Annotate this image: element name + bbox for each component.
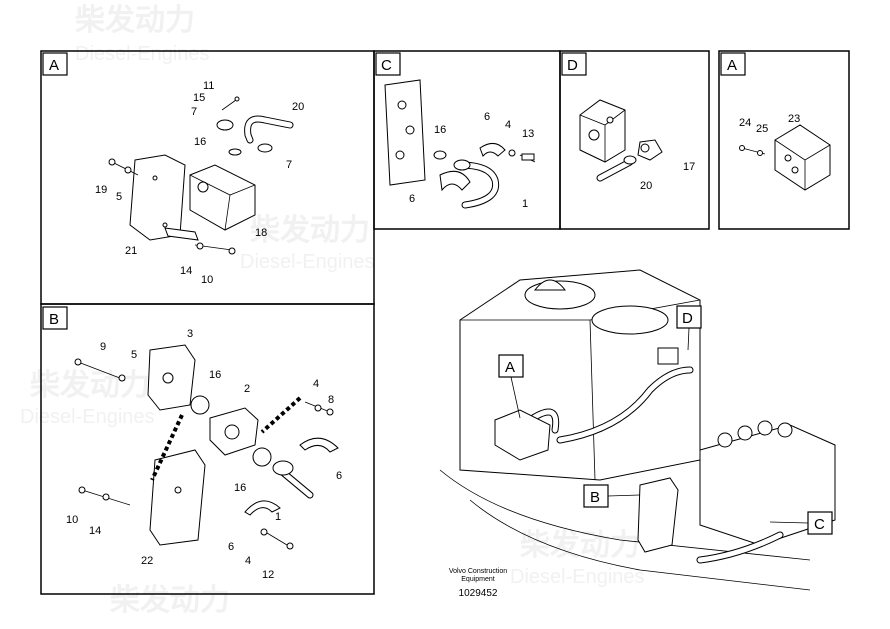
part-label: 24 <box>739 117 751 129</box>
watermark-cn: 柴发动力 <box>110 584 230 617</box>
callout-c: C <box>769 511 833 535</box>
part-label: 15 <box>193 92 205 104</box>
overview-assembly <box>439 269 836 591</box>
part-label: 18 <box>255 227 267 239</box>
part-label: 16 <box>194 136 206 148</box>
part-label: 7 <box>286 159 292 171</box>
panel-letter: A <box>49 57 59 74</box>
panel-a-detail: A 24 25 23 <box>718 50 850 230</box>
part-label: 3 <box>187 328 193 340</box>
part-label: 23 <box>788 113 800 125</box>
part-label: 6 <box>409 193 415 205</box>
caption: Volvo Construction Equipment 1029452 <box>449 568 507 599</box>
callout-a: A <box>498 354 524 419</box>
part-label: 10 <box>201 274 213 286</box>
callout-letter: C <box>814 516 825 533</box>
part-label: 21 <box>125 245 137 257</box>
part-label: 17 <box>683 161 695 173</box>
part-label: 10 <box>66 514 78 526</box>
part-label: 12 <box>262 569 274 581</box>
panel-d: D 17 20 <box>559 50 710 230</box>
callout-letter: A <box>505 359 515 376</box>
part-label: 16 <box>209 369 221 381</box>
part-number-labels: 11 15 7 20 16 7 19 5 18 21 14 10 <box>95 80 304 286</box>
panel-a: A 11 15 7 20 16 7 <box>40 50 375 305</box>
callout-letter: B <box>590 489 600 506</box>
part-label: 16 <box>434 124 446 136</box>
part-label: 6 <box>336 470 342 482</box>
part-label: 20 <box>640 180 652 192</box>
part-label: 25 <box>756 123 768 135</box>
part-label: 1 <box>522 198 528 210</box>
part-label: 6 <box>228 541 234 553</box>
part-label: 5 <box>116 191 122 203</box>
part-label: 9 <box>100 341 106 353</box>
watermark-cn: 柴发动力 <box>30 369 150 402</box>
part-label: 16 <box>234 482 246 494</box>
part-label: 8 <box>328 394 334 406</box>
document-number: 1029452 <box>459 588 498 599</box>
panel-c: C 16 6 4 13 6 1 <box>373 50 561 230</box>
part-label: 4 <box>245 555 251 567</box>
watermark-cn: 柴发动力 <box>520 529 640 562</box>
part-number-labels: 16 6 4 13 6 1 <box>409 111 534 210</box>
part-number-labels: 9 5 3 16 2 4 8 6 16 1 10 14 22 6 4 12 <box>66 328 342 581</box>
watermark-en: Diesel-Engines <box>240 251 375 273</box>
watermark-en: Diesel-Engines <box>75 43 210 65</box>
caption-line-1: Volvo Construction <box>449 568 507 575</box>
part-label: 6 <box>484 111 490 123</box>
part-label: 1 <box>275 511 281 523</box>
panel-letter: C <box>381 57 392 74</box>
part-number-labels: 17 20 <box>640 161 695 192</box>
watermark-en: Diesel-Engines <box>510 566 645 588</box>
watermark-cn: 柴发动力 <box>250 214 370 247</box>
callout-d: D <box>676 305 702 351</box>
callout-letter: D <box>682 310 693 327</box>
panel-letter: A <box>727 57 737 74</box>
part-label: 5 <box>131 349 137 361</box>
part-label: 4 <box>505 119 511 131</box>
part-label: 20 <box>292 101 304 113</box>
caption-line-2: Equipment <box>461 576 495 583</box>
watermark-en: Diesel-Engines <box>20 406 155 428</box>
part-label: 14 <box>180 265 192 277</box>
part-label: 13 <box>522 128 534 140</box>
part-label: 11 <box>203 80 214 92</box>
part-label: 19 <box>95 184 107 196</box>
panel-letter: B <box>49 311 59 328</box>
part-label: 4 <box>313 378 319 390</box>
part-label: 22 <box>141 555 153 567</box>
part-number-labels: 24 25 23 <box>739 113 800 135</box>
part-label: 7 <box>191 106 197 118</box>
watermark-cn: 柴发动力 <box>75 4 195 37</box>
panel-letter: D <box>567 57 578 74</box>
part-label: 14 <box>89 525 101 537</box>
panel-b: B <box>40 303 375 595</box>
callout-b: B <box>583 484 641 508</box>
part-label: 2 <box>244 383 250 395</box>
